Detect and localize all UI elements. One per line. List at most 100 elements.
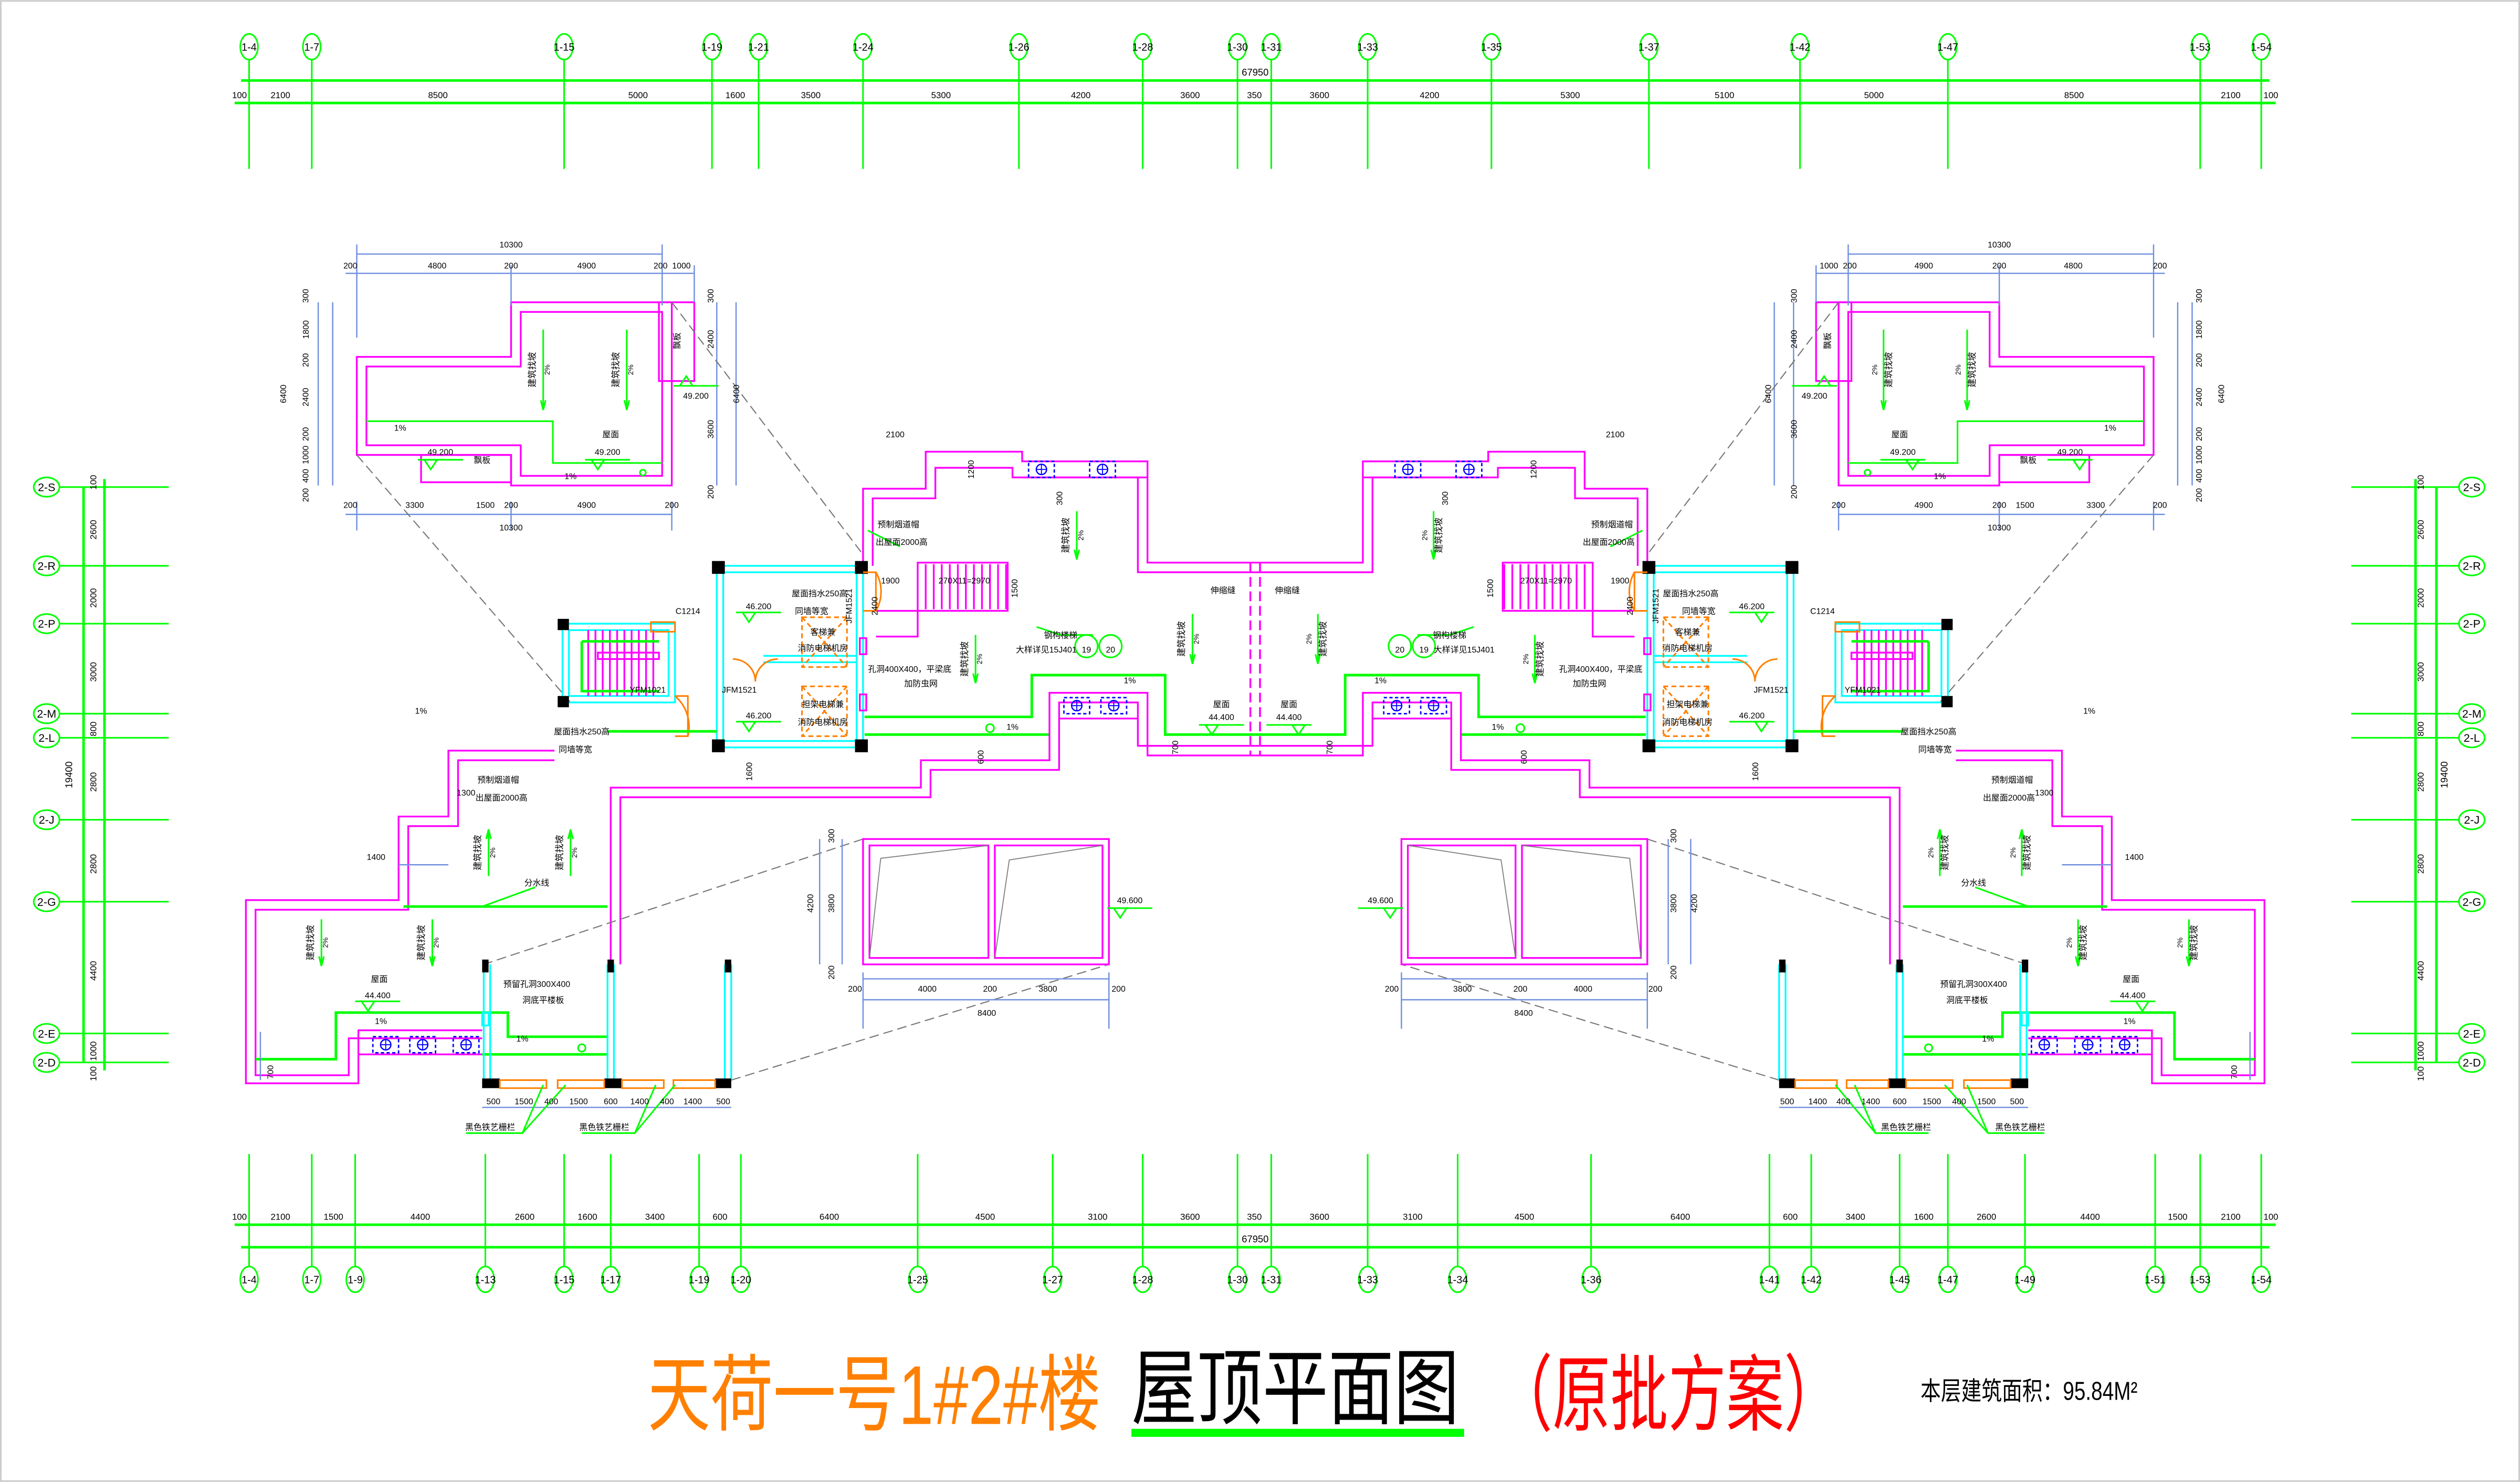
left-label-c-lift2a: 担架电梯兼 — [802, 700, 844, 709]
left-label-ph-d5: 200 — [654, 262, 668, 271]
left-label-c-lift1a: 客梯兼 — [810, 627, 835, 637]
right-slope-label: 建筑找坡 — [1318, 621, 1328, 656]
fan-icon — [1035, 464, 1047, 476]
bottom-dim-text: 6400 — [820, 1212, 839, 1222]
left-label-ph-d4: 4900 — [578, 262, 596, 271]
slope-arrowhead — [540, 400, 547, 411]
left-label-c-elev1: 46.200 — [746, 602, 772, 611]
elevation-mark-icon — [741, 612, 757, 624]
right-axis-label: 2-P — [2463, 618, 2481, 630]
slope-arrowhead — [1073, 549, 1080, 560]
top-axis-bubble — [554, 33, 574, 61]
left-label-c-hole: 孔洞400X400，平梁底 — [868, 665, 951, 674]
bottom-dim-text: 1500 — [2168, 1212, 2187, 1222]
exhaust-fan-outline — [1063, 697, 1090, 714]
elevation-mark-icon — [741, 721, 757, 733]
right-label-r8: 1400 — [1809, 1097, 1828, 1106]
left-label-b-200v: 200 — [827, 965, 836, 980]
left-label-c-19: 19 — [1082, 646, 1091, 655]
right-axis-label: 2-E — [2463, 1027, 2481, 1040]
left-label-ph-d2: 4800 — [428, 262, 447, 271]
left-label-w-1400: 1400 — [367, 853, 386, 862]
right-label-b-200a: 200 — [1648, 985, 1663, 994]
bottom-axis-bubble — [908, 1265, 928, 1294]
bottom-axis-label: 1-19 — [689, 1275, 710, 1286]
left-label-w-pct1: 1% — [375, 1017, 387, 1026]
side-total-dim: 19400 — [2439, 761, 2450, 788]
left-axis-bubble — [33, 555, 60, 576]
left-label-r4: 1500 — [569, 1097, 588, 1106]
right-slope-label: 建筑找坡 — [1940, 835, 1950, 870]
left-label-w-roof: 屋面 — [371, 975, 388, 984]
slope-arrowhead — [485, 829, 492, 839]
bottom-axis-bubble — [554, 1265, 574, 1294]
left-label-c-300: 300 — [1055, 491, 1064, 506]
elevation-mark-icon — [590, 459, 606, 471]
right-label-r2: 1500 — [1977, 1097, 1996, 1106]
left-label-c-steel: 钢构楼梯 — [1044, 631, 1078, 640]
bottom-axis-label: 1-28 — [1132, 1275, 1153, 1286]
slope-arrowhead — [1189, 654, 1196, 664]
top-axis-label: 1-33 — [1357, 42, 1378, 54]
right-label-r7: 400 — [1836, 1097, 1851, 1106]
bottom-axis-bubble — [345, 1265, 365, 1294]
right-label-w-fence2: 黑色铁艺栅栏 — [1881, 1122, 1931, 1132]
top-dim-text: 5100 — [1715, 90, 1734, 100]
left-label-ph-d1: 200 — [343, 262, 358, 271]
fan-icon — [1097, 464, 1108, 475]
right-slope-value: 2% — [1421, 530, 1429, 541]
top-axis-label: 1-47 — [1937, 42, 1958, 54]
slope-arrowhead — [567, 829, 574, 839]
fan-icon — [1070, 700, 1083, 712]
left-axis-label: 2-E — [38, 1027, 55, 1040]
bottom-dim-text: 4500 — [1515, 1212, 1534, 1222]
right-slope-label: 建筑找坡 — [1884, 352, 1894, 387]
bottom-axis-bubble — [689, 1265, 709, 1294]
bottom-dim-text: 4400 — [2080, 1212, 2099, 1222]
side-dim-text: 2000 — [2416, 588, 2426, 607]
left-slope-value: 2% — [433, 938, 440, 948]
fan-icon — [417, 1039, 429, 1051]
right-label-ph-d5: 200 — [1843, 262, 1857, 271]
left-label-c-jfm2: JFM1521 — [722, 686, 757, 695]
bottom-axis-label: 1-7 — [304, 1275, 320, 1286]
left-label-ph-elev1: 49.200 — [683, 392, 709, 401]
fan-icon — [1096, 464, 1109, 476]
left-axis-bubble — [33, 809, 60, 831]
bottom-axis-label: 1-45 — [1889, 1275, 1910, 1286]
left-label-w-hole2: 洞底平楼板 — [522, 995, 564, 1005]
right-label-w-700: 700 — [2230, 1065, 2239, 1079]
bottom-axis-label: 1-51 — [2145, 1275, 2166, 1286]
bottom-axis-label: 1-42 — [1801, 1275, 1822, 1286]
right-label-ph-elev3: 49.200 — [1890, 448, 1916, 457]
right-label-r6: 1400 — [1862, 1097, 1881, 1106]
right-label-c-2100: 2100 — [1606, 430, 1625, 439]
left-label-c-1900: 1900 — [881, 577, 900, 586]
right-label-w-divide: 分水线 — [1961, 878, 1986, 888]
bottom-dim-text: 1600 — [578, 1212, 597, 1222]
left-label-c-elev2: 46.200 — [746, 712, 772, 721]
bottom-axis-bubble — [1043, 1265, 1063, 1294]
bottom-axis-label: 1-15 — [554, 1275, 575, 1286]
right-label-c-1600: 1600 — [1751, 762, 1760, 781]
top-dim-text: 5300 — [931, 90, 951, 100]
top-axis-bubble — [1262, 33, 1281, 61]
left-label-ph-b1: 200 — [343, 501, 358, 510]
top-axis-bubble — [1358, 33, 1378, 61]
top-dim-text: 8500 — [2064, 90, 2084, 100]
side-dim-text: 3000 — [89, 662, 99, 681]
right-label-b-200c: 200 — [1385, 985, 1399, 994]
rooftop-water-tank — [819, 838, 1110, 1029]
right-label-b-4200: 4200 — [1690, 894, 1699, 913]
left-axis-bubble — [33, 891, 60, 912]
bottom-axis-bubble — [1227, 1265, 1247, 1294]
right-label-c-yfm: YFM1021 — [1844, 686, 1881, 695]
side-dim-text: 2600 — [89, 520, 99, 539]
exhaust-fan-outline — [1100, 697, 1128, 714]
right-axis-label: 2-R — [2463, 560, 2481, 572]
right-label-b-3800: 3800 — [1453, 985, 1472, 994]
right-label-ph-l4: 2400 — [2195, 388, 2204, 407]
slope-arrowhead — [972, 673, 979, 684]
bottom-axis-bubble — [1890, 1265, 1909, 1294]
left-label-w-elev: 44.400 — [365, 991, 391, 1000]
